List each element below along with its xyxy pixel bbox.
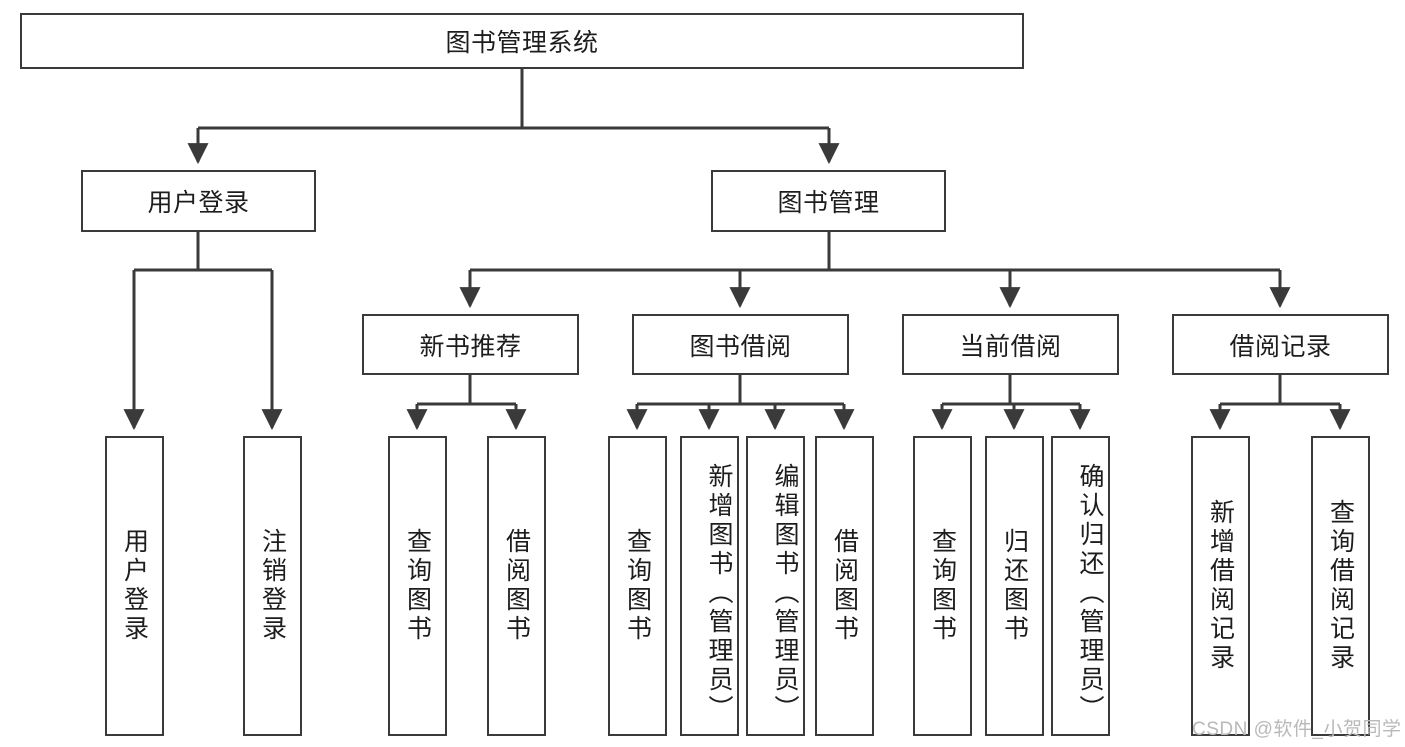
node-book-management[interactable]: 图书管理 <box>711 170 946 232</box>
node-user-login[interactable]: 用户登录 <box>81 170 316 232</box>
leaf-return-book[interactable]: 归还图书 <box>985 436 1044 736</box>
leaf-borrow-book-bb[interactable]: 借阅图书 <box>815 436 874 736</box>
node-current-borrow[interactable]: 当前借阅 <box>902 314 1119 375</box>
leaf-user-login[interactable]: 用户登录 <box>105 436 164 736</box>
leaf-borrow-book-nbr[interactable]: 借阅图书 <box>487 436 546 736</box>
leaf-add-borrow-record[interactable]: 新增借阅记录 <box>1191 436 1250 736</box>
leaf-query-book-cb[interactable]: 查询图书 <box>913 436 972 736</box>
node-borrow-record[interactable]: 借阅记录 <box>1172 314 1389 375</box>
node-book-borrow[interactable]: 图书借阅 <box>632 314 849 375</box>
leaf-add-book-admin[interactable]: 新增图书（管理员） <box>680 436 739 736</box>
leaf-query-book-bb[interactable]: 查询图书 <box>608 436 667 736</box>
csdn-watermark: CSDN @软件_小贺同学 <box>1192 719 1402 740</box>
leaf-query-book-nbr[interactable]: 查询图书 <box>388 436 447 736</box>
leaf-query-borrow-record[interactable]: 查询借阅记录 <box>1311 436 1370 736</box>
leaf-logout[interactable]: 注销登录 <box>243 436 302 736</box>
leaf-confirm-return-admin[interactable]: 确认归还（管理员） <box>1051 436 1110 736</box>
node-new-book-recommend[interactable]: 新书推荐 <box>362 314 579 375</box>
node-root[interactable]: 图书管理系统 <box>20 13 1024 69</box>
leaf-edit-book-admin[interactable]: 编辑图书（管理员） <box>746 436 805 736</box>
